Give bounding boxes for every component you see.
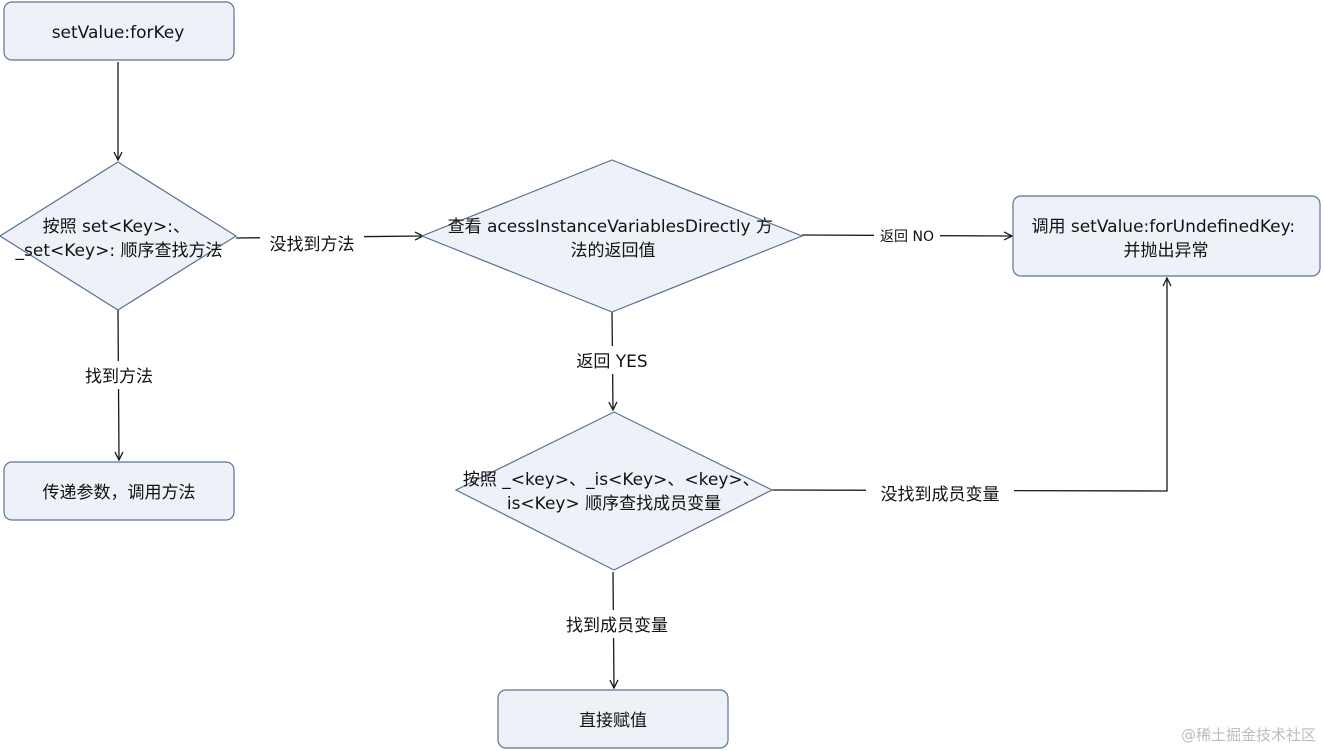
svg-text:调用 setValue:forUndefinedKey:: 调用 setValue:forUndefinedKey: 并抛出异常 <box>1031 217 1300 261</box>
check-access-label-line-1: 查看 acessInstanceVariablesDirectly 方 <box>448 217 773 237</box>
svg-text:setValue:forKey: setValue:forKey <box>52 23 185 43</box>
check-access-label-line-2: 法的返回值 <box>571 241 656 261</box>
setter-lookup-label-line-2: _set<Key>: 顺序查找方法 <box>15 241 223 261</box>
call-method-label: 传递参数，调用方法 <box>43 483 196 503</box>
watermark: @稀土掘金技术社区 <box>1181 726 1316 744</box>
setter-lookup-label-line-1: 按照 set<Key>:、 <box>43 217 190 237</box>
assign-directly-label: 直接赋值 <box>579 711 647 731</box>
svg-text:直接赋值: 直接赋值 <box>579 711 647 731</box>
svg-text:查看 acessInstanceVariablesDirec: 查看 acessInstanceVariablesDirectly 方 法的返回… <box>448 217 779 261</box>
check-access-diamond: 查看 acessInstanceVariablesDirectly 方 法的返回… <box>420 159 804 313</box>
start-box: setValue:forKey <box>3 1 235 61</box>
edge-label-ivar-found: 找到成员变量 <box>566 616 668 636</box>
start-box-label: setValue:forKey <box>52 23 185 43</box>
undefined-key-label-line-1: 调用 setValue:forUndefinedKey: <box>1031 217 1295 237</box>
setter-lookup-diamond: 按照 set<Key>:、 _set<Key>: 顺序查找方法 <box>0 161 238 311</box>
edge-label-ivar-not-found: 没找到成员变量 <box>881 485 1000 505</box>
edge-method-not-found: 没找到方法 <box>235 230 423 258</box>
ivar-lookup-diamond: 按照 _<key>、_is<Key>、<key>、 is<Key> 顺序查找成员… <box>454 411 774 571</box>
undefined-key-label-line-2: 并抛出异常 <box>1124 241 1209 261</box>
edge-label-returns-no: 返回 NO <box>880 229 934 245</box>
ivar-lookup-label-line-1: 按照 _<key>、_is<Key>、<key>、 <box>463 470 760 490</box>
undefined-key-box: 调用 setValue:forUndefinedKey: 并抛出异常 <box>1012 195 1321 277</box>
ivar-lookup-label-line-2: is<Key> 顺序查找成员变量 <box>507 494 721 514</box>
svg-text:按照 _<key>、_is<Key>、<key>、: 按照 _<key>、_is<Key>、<key>、 is<Key> 顺序查找成员… <box>463 470 765 514</box>
call-method-box: 传递参数，调用方法 <box>3 461 235 521</box>
edge-label-method-found: 找到方法 <box>85 367 153 387</box>
edge-label-returns-yes: 返回 YES <box>576 352 647 372</box>
svg-text:传递参数，调用方法: 传递参数，调用方法 <box>43 483 196 503</box>
edge-returns-yes: 返回 YES <box>564 311 660 410</box>
edge-returns-no: 返回 NO <box>801 224 1012 248</box>
edge-method-found: 找到方法 <box>74 309 166 460</box>
edge-label-method-not-found: 没找到方法 <box>270 235 355 255</box>
svg-text:按照 set<Key>:、 _set<Key>:: 按照 set<Key>:、 _set<Key>: 顺序查找方法 <box>15 217 223 261</box>
edge-ivar-found: 找到成员变量 <box>552 571 682 688</box>
edge-ivar-not-found: 没找到成员变量 <box>771 278 1167 508</box>
assign-directly-box: 直接赋值 <box>497 689 729 749</box>
